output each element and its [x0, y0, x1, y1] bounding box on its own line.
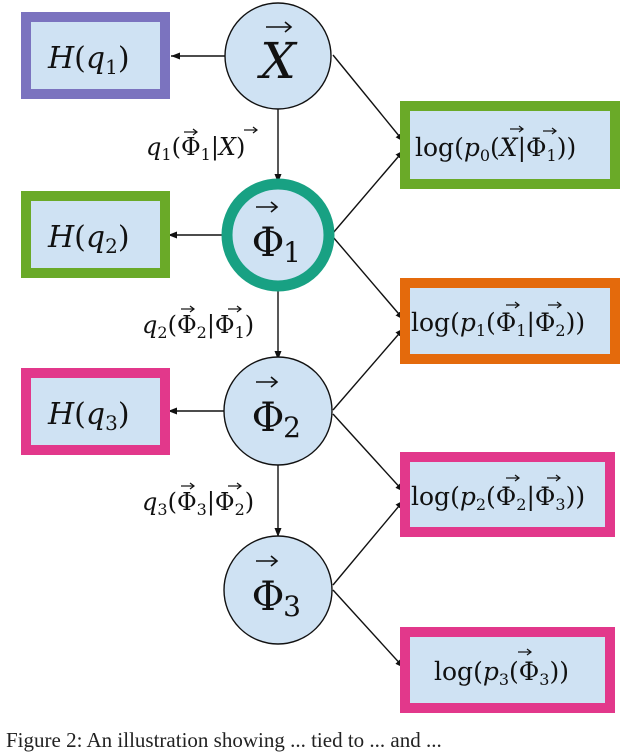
node-phi3-label: Φ	[252, 574, 285, 620]
node-phi3: Φ 3	[223, 535, 333, 645]
log2-a-sub: 2	[516, 495, 526, 514]
edge-q2-a: Φ	[177, 311, 197, 339]
entropy-h1-sub: 1	[105, 55, 118, 79]
edge-phi1-to-log0	[332, 149, 405, 234]
entropy-h1-symbol: H	[47, 41, 75, 76]
log3-sub: 3	[499, 670, 509, 689]
entropy-h1-arg: q	[86, 41, 105, 76]
node-x-label: X	[256, 32, 298, 90]
log2-p: p	[460, 482, 476, 511]
svg-text:H(q2): H(q2)	[47, 220, 130, 258]
entropy-box-h3: H(q3)	[21, 368, 170, 455]
svg-text:q2(Φ2|Φ1): q2(Φ2|Φ1)	[142, 311, 254, 342]
entropy-box-h1: H(q1)	[21, 12, 170, 99]
node-phi1: Φ 1	[221, 178, 335, 292]
log3-a-sub: 3	[539, 670, 549, 689]
entropy-h2-sub: 2	[105, 234, 118, 258]
log1-a: Φ	[496, 308, 517, 337]
edge-q2-b: Φ	[215, 311, 235, 339]
edge-x-to-log0	[332, 54, 405, 143]
edge-q2-a-sub: 2	[197, 323, 207, 342]
log1-a-sub: 1	[516, 321, 526, 340]
edge-phi2-to-log2	[332, 413, 405, 493]
log0-p: p	[464, 133, 480, 162]
svg-text:q1(Φ1|X): q1(Φ1|X)	[146, 133, 245, 164]
log0-fn: log	[415, 133, 454, 162]
edge-q2-sub: 2	[157, 323, 167, 342]
figure-caption: Figure 2: An illustration showing ... ti…	[6, 728, 442, 752]
edge-phi2-to-log1	[332, 327, 405, 411]
edge-q3-a: Φ	[177, 488, 197, 516]
node-phi1-subscript: 1	[283, 236, 301, 269]
edge-q2-b-sub: 1	[235, 323, 245, 342]
log2-a: Φ	[496, 482, 517, 511]
log1-b: Φ	[535, 308, 556, 337]
log2-b-sub: 3	[555, 495, 565, 514]
log1-b-sub: 2	[555, 321, 565, 340]
edge-q1-sub: 1	[161, 145, 171, 164]
log-box-p2: log(p2(Φ2|Φ3))	[400, 452, 615, 537]
log3-p: p	[483, 657, 499, 686]
log1-p: p	[460, 308, 476, 337]
log0-sub: 0	[480, 146, 490, 165]
log-box-p3: log(p3(Φ3))	[400, 627, 615, 713]
svg-text:q3(Φ3|Φ2): q3(Φ3|Φ2)	[142, 488, 254, 519]
svg-text:log(p2(Φ2|Φ3)): log(p2(Φ2|Φ3))	[411, 482, 585, 514]
svg-text:log(p0(X|Φ1)): log(p0(X|Φ1))	[415, 133, 576, 165]
svg-text:log(p3(Φ3)): log(p3(Φ3))	[434, 657, 569, 689]
edge-q1-b: X	[217, 133, 237, 161]
entropy-h2-arg: q	[86, 220, 105, 255]
node-phi3-subscript: 3	[283, 590, 301, 623]
node-phi2: Φ 2	[223, 356, 333, 466]
log0-b: Φ	[526, 133, 547, 162]
edge-label-q1: q1(Φ1|X)	[146, 126, 258, 164]
entropy-box-h2: H(q2)	[21, 191, 170, 278]
log-box-p0: log(p0(X|Φ1))	[400, 101, 620, 189]
log2-sub: 2	[476, 495, 486, 514]
log0-a: X	[498, 133, 519, 162]
node-x: X	[224, 2, 332, 110]
log3-a: Φ	[519, 657, 540, 686]
entropy-h3-arg: q	[86, 397, 105, 432]
edge-q3-b: Φ	[215, 488, 235, 516]
edge-phi3-to-log2	[332, 499, 405, 586]
log3-fn: log	[434, 657, 473, 686]
edge-q1-a-sub: 1	[201, 145, 211, 164]
edge-q2-q: q	[142, 311, 157, 339]
edge-q3-a-sub: 3	[197, 500, 207, 519]
log1-sub: 1	[476, 321, 486, 340]
svg-text:H(q3): H(q3)	[47, 397, 130, 435]
log1-fn: log	[411, 308, 450, 337]
svg-text:H(q1): H(q1)	[47, 41, 130, 79]
log2-fn: log	[411, 482, 450, 511]
node-phi1-label: Φ	[252, 220, 285, 266]
log2-b: Φ	[535, 482, 556, 511]
edge-q3-q: q	[142, 488, 157, 516]
edge-q1-q: q	[146, 133, 161, 161]
edge-phi1-to-log1	[332, 236, 405, 321]
entropy-h3-symbol: H	[47, 397, 75, 432]
log-box-p1: log(p1(Φ1|Φ2))	[400, 278, 620, 364]
edge-q3-b-sub: 2	[235, 500, 245, 519]
log0-b-sub: 1	[547, 146, 557, 165]
edge-label-q3: q3(Φ3|Φ2)	[142, 482, 254, 519]
node-phi2-label: Φ	[252, 395, 285, 441]
edge-phi3-to-log3	[332, 589, 405, 669]
svg-text:log(p1(Φ1|Φ2)): log(p1(Φ1|Φ2))	[411, 308, 585, 340]
edge-label-q2: q2(Φ2|Φ1)	[142, 305, 254, 342]
edge-q1-a: Φ	[181, 133, 201, 161]
edge-q3-sub: 3	[157, 500, 167, 519]
node-phi2-subscript: 2	[283, 411, 301, 444]
entropy-h2-symbol: H	[47, 220, 75, 255]
entropy-h3-sub: 3	[105, 411, 118, 435]
